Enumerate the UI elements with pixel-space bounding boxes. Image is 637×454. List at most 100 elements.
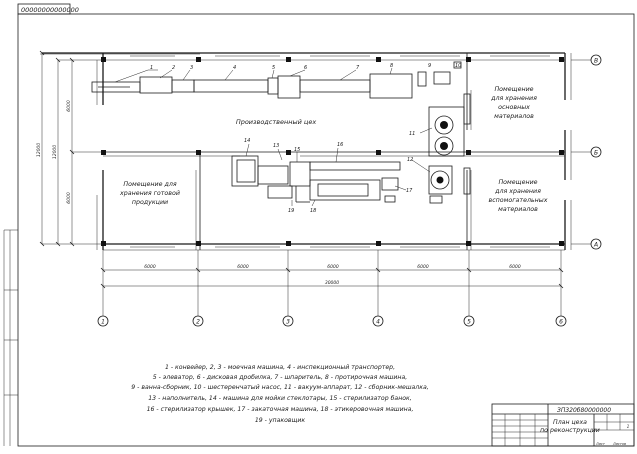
equipment-callouts: 1 2 3 4 5 6 7 8 9 10 11 12 13 14 15 16 1… [114,63,461,214]
callout-number: 12 [407,157,413,163]
legend-line: 5 - элеватор, 6 - дисковая дробилка, 7 -… [153,373,408,381]
callout-number: 5 [272,65,275,71]
axis-label: Б [594,150,598,157]
finished-goods-room-label: хранения готовой [119,190,180,197]
equipment-filler [231,155,259,187]
callout-number: 13 [273,143,279,149]
equipment-vacuum-apparatus [434,136,454,156]
equipment-packer [381,177,399,191]
aux-materials-room-label: для хранения [494,188,541,195]
callout-number: 17 [406,188,413,194]
stamp-code: 00000000000000 [21,6,79,14]
callout-number: 11 [409,131,415,137]
bay-dimension: 6000 [327,264,339,270]
left-dimension: 12000 [36,143,42,157]
axis-bubble [590,54,602,66]
callout-number: 4 [233,65,236,71]
packing-line [231,155,401,203]
equipment-crusher [277,75,301,99]
axis-bubble [590,146,602,158]
callout-number: 6 [304,65,307,71]
sheet-number: 1 [627,424,630,429]
sheet-frame [17,13,635,447]
equipment-jar-sterilizer [289,161,311,187]
axis-label: В [594,58,598,65]
equipment-elevator [267,77,279,95]
equipment-stand [429,195,443,204]
callout-number: 16 [337,142,343,148]
bay-dimension: 6000 [417,264,429,270]
left-dimension: 6000 [66,192,72,204]
building-columns [101,57,564,246]
equipment-washer-1 [139,76,173,94]
main-materials-room-label: материалов [494,113,534,120]
stamp-box [17,3,71,15]
callout-number: 10 [455,63,461,69]
sheet-label: Лист [595,442,606,446]
total-dimension: 30000 [325,280,339,286]
main-materials-room-label: Помещение [494,86,533,93]
callout-number: 7 [356,65,360,71]
title-block: ЗП320б80000000 План цеха по реконструкци… [491,403,635,447]
callout-number: 9 [428,63,431,69]
equipment-mixer-tank [430,170,450,190]
callout-number: 1 [150,65,153,71]
equipment-labeler [309,179,381,201]
building-outline [42,52,572,251]
axis-bubble [372,315,384,327]
production-hall-label: Производственный цех [236,118,317,126]
bottom-dimensions: 6000 6000 6000 6000 6000 30000 [100,264,564,289]
callout-number: 2 [172,65,175,71]
bay-dimension: 6000 [237,264,249,270]
axis-bubble [590,238,602,250]
equipment-washer-2 [171,79,195,93]
processing-line [91,61,462,99]
callout-number: 15 [294,147,300,153]
callout-number: 14 [244,138,250,144]
left-dimension: 12000 [52,145,58,159]
axis-label: 3 [286,319,290,326]
vacuum-area [428,93,471,204]
finished-goods-room-label: продукции [132,199,168,206]
aux-materials-room-label: материалов [498,206,538,213]
equipment-pump [433,71,451,85]
main-materials-room-label: основных [498,104,530,111]
main-materials-room-label: для хранения [490,95,537,102]
sheets-label: Листов [612,442,626,446]
equipment-lid-sterilizer [309,161,401,171]
axis-bubble [463,315,475,327]
legend-line: 13 - наполнитель, 14 - машина для мойки … [148,394,412,402]
drawing-title: План цеха [553,419,587,426]
equipment-collecting-tank [417,71,427,87]
axis-bubble [192,315,204,327]
axis-label: 2 [196,319,200,326]
axis-label: 6 [559,319,563,326]
callout-number: 3 [190,65,193,71]
legend-line: 9 - ванна-сборник, 10 - шестеренчатый на… [131,383,429,391]
equipment-jar-washer [257,165,289,185]
column-axis-markers: 1 2 3 4 5 6 [97,315,567,327]
left-dimension: 6000 [66,100,72,112]
equipment-vacuum-frame [428,106,465,157]
axis-label: 1 [101,319,105,326]
legend-line: 1 - конвейер, 2, 3 - моечная машина, 4 -… [165,364,395,371]
callout-number: 8 [390,63,393,69]
axis-label: 5 [467,319,471,326]
callout-number: 18 [310,208,316,214]
legend-line: 16 - стерилизатор крышек, 17 - закаточна… [147,406,414,413]
finished-goods-room-label: Помещение для [123,181,176,188]
axis-label: А [593,242,598,249]
legend-line: 19 - упаковщик [255,417,306,424]
bay-dimension: 6000 [509,264,521,270]
axis-bubble [97,315,109,327]
equipment-scalder [299,79,371,93]
equipment-legend: 1 - конвейер, 2, 3 - моечная машина, 4 -… [131,364,429,424]
aux-materials-room-label: вспомогательных [488,197,547,204]
equipment-vacuum-apparatus [434,115,454,135]
drawing-code: ЗП320б80000000 [557,407,611,414]
callout-number: 19 [288,208,294,214]
equipment-wiping-machine [369,73,413,99]
bay-dimension: 6000 [144,264,156,270]
aux-materials-room-label: Помещение [498,179,537,186]
